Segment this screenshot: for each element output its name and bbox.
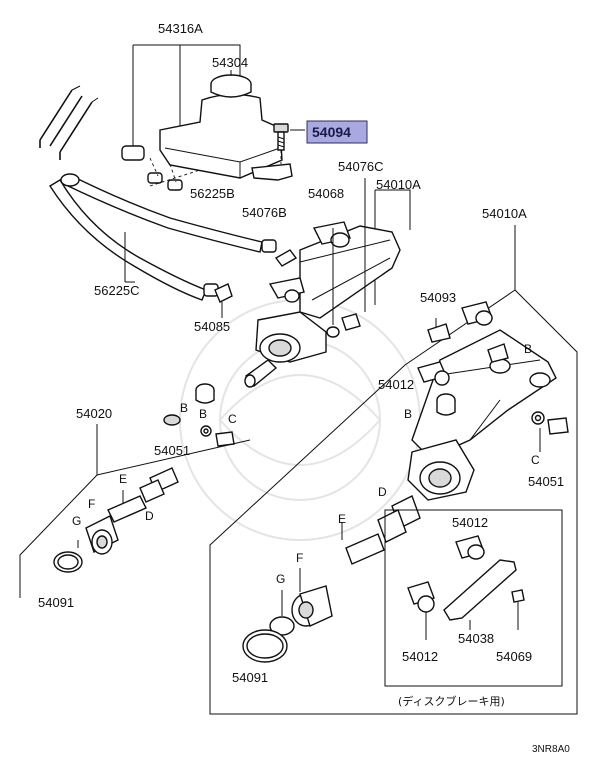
letter-E-right: E bbox=[338, 512, 346, 526]
label-54316A: 54316A bbox=[158, 21, 203, 36]
label-54085: 54085 bbox=[194, 319, 230, 334]
label-54012-b: 54012 bbox=[452, 515, 488, 530]
letter-F-left: F bbox=[88, 497, 95, 511]
letter-C-left: C bbox=[228, 412, 237, 426]
callout-labels: 54316A 54304 54094 54076C 56225B 54076B … bbox=[38, 21, 564, 685]
letter-B-right-2: B bbox=[404, 407, 412, 421]
label-54020: 54020 bbox=[76, 406, 112, 421]
kit-54010A-box bbox=[209, 225, 578, 715]
letter-G-right: G bbox=[276, 572, 285, 586]
disc-brake-subbox bbox=[384, 509, 563, 687]
letter-G-left: G bbox=[72, 514, 81, 528]
label-54051-right: 54051 bbox=[528, 474, 564, 489]
label-54012-c: 54012 bbox=[402, 649, 438, 664]
letter-E-left: E bbox=[119, 472, 127, 486]
label-54304: 54304 bbox=[212, 55, 248, 70]
highlighted-part-54094[interactable]: 54094 bbox=[306, 120, 368, 144]
label-54091-right: 54091 bbox=[232, 670, 268, 685]
letter-D-left: D bbox=[145, 509, 154, 523]
reservoir-group bbox=[121, 44, 305, 191]
letter-F-right: F bbox=[296, 551, 303, 565]
label-54051-left: 54051 bbox=[154, 443, 190, 458]
label-54091-left: 54091 bbox=[38, 595, 74, 610]
label-54012-a: 54012 bbox=[378, 377, 414, 392]
label-54010A-right: 54010A bbox=[482, 206, 527, 221]
label-54076C: 54076C bbox=[338, 159, 384, 174]
label-56225C: 56225C bbox=[94, 283, 140, 298]
diagram-code: 3NR8A0 bbox=[532, 744, 570, 755]
highlight-box bbox=[306, 120, 368, 144]
label-54094[interactable]: 54094 bbox=[312, 124, 351, 140]
label-54093: 54093 bbox=[420, 290, 456, 305]
letter-B-left-2: B bbox=[199, 407, 207, 421]
label-54069: 54069 bbox=[496, 649, 532, 664]
label-54068: 54068 bbox=[308, 186, 344, 201]
letter-B-right-1: B bbox=[524, 342, 532, 356]
master-cylinder-top bbox=[244, 178, 411, 388]
label-54076B: 54076B bbox=[242, 205, 287, 220]
label-54038: 54038 bbox=[458, 631, 494, 646]
label-56225B: 56225B bbox=[190, 186, 235, 201]
letter-C-right: C bbox=[531, 453, 540, 467]
disc-brake-note: (ディスクブレーキ用) bbox=[398, 694, 505, 708]
kit-54020-box bbox=[19, 383, 251, 598]
label-54010A-top: 54010A bbox=[376, 177, 421, 192]
hose-group bbox=[39, 85, 277, 318]
letter-B-left-1: B bbox=[180, 401, 188, 415]
letter-D-right: D bbox=[378, 485, 387, 499]
